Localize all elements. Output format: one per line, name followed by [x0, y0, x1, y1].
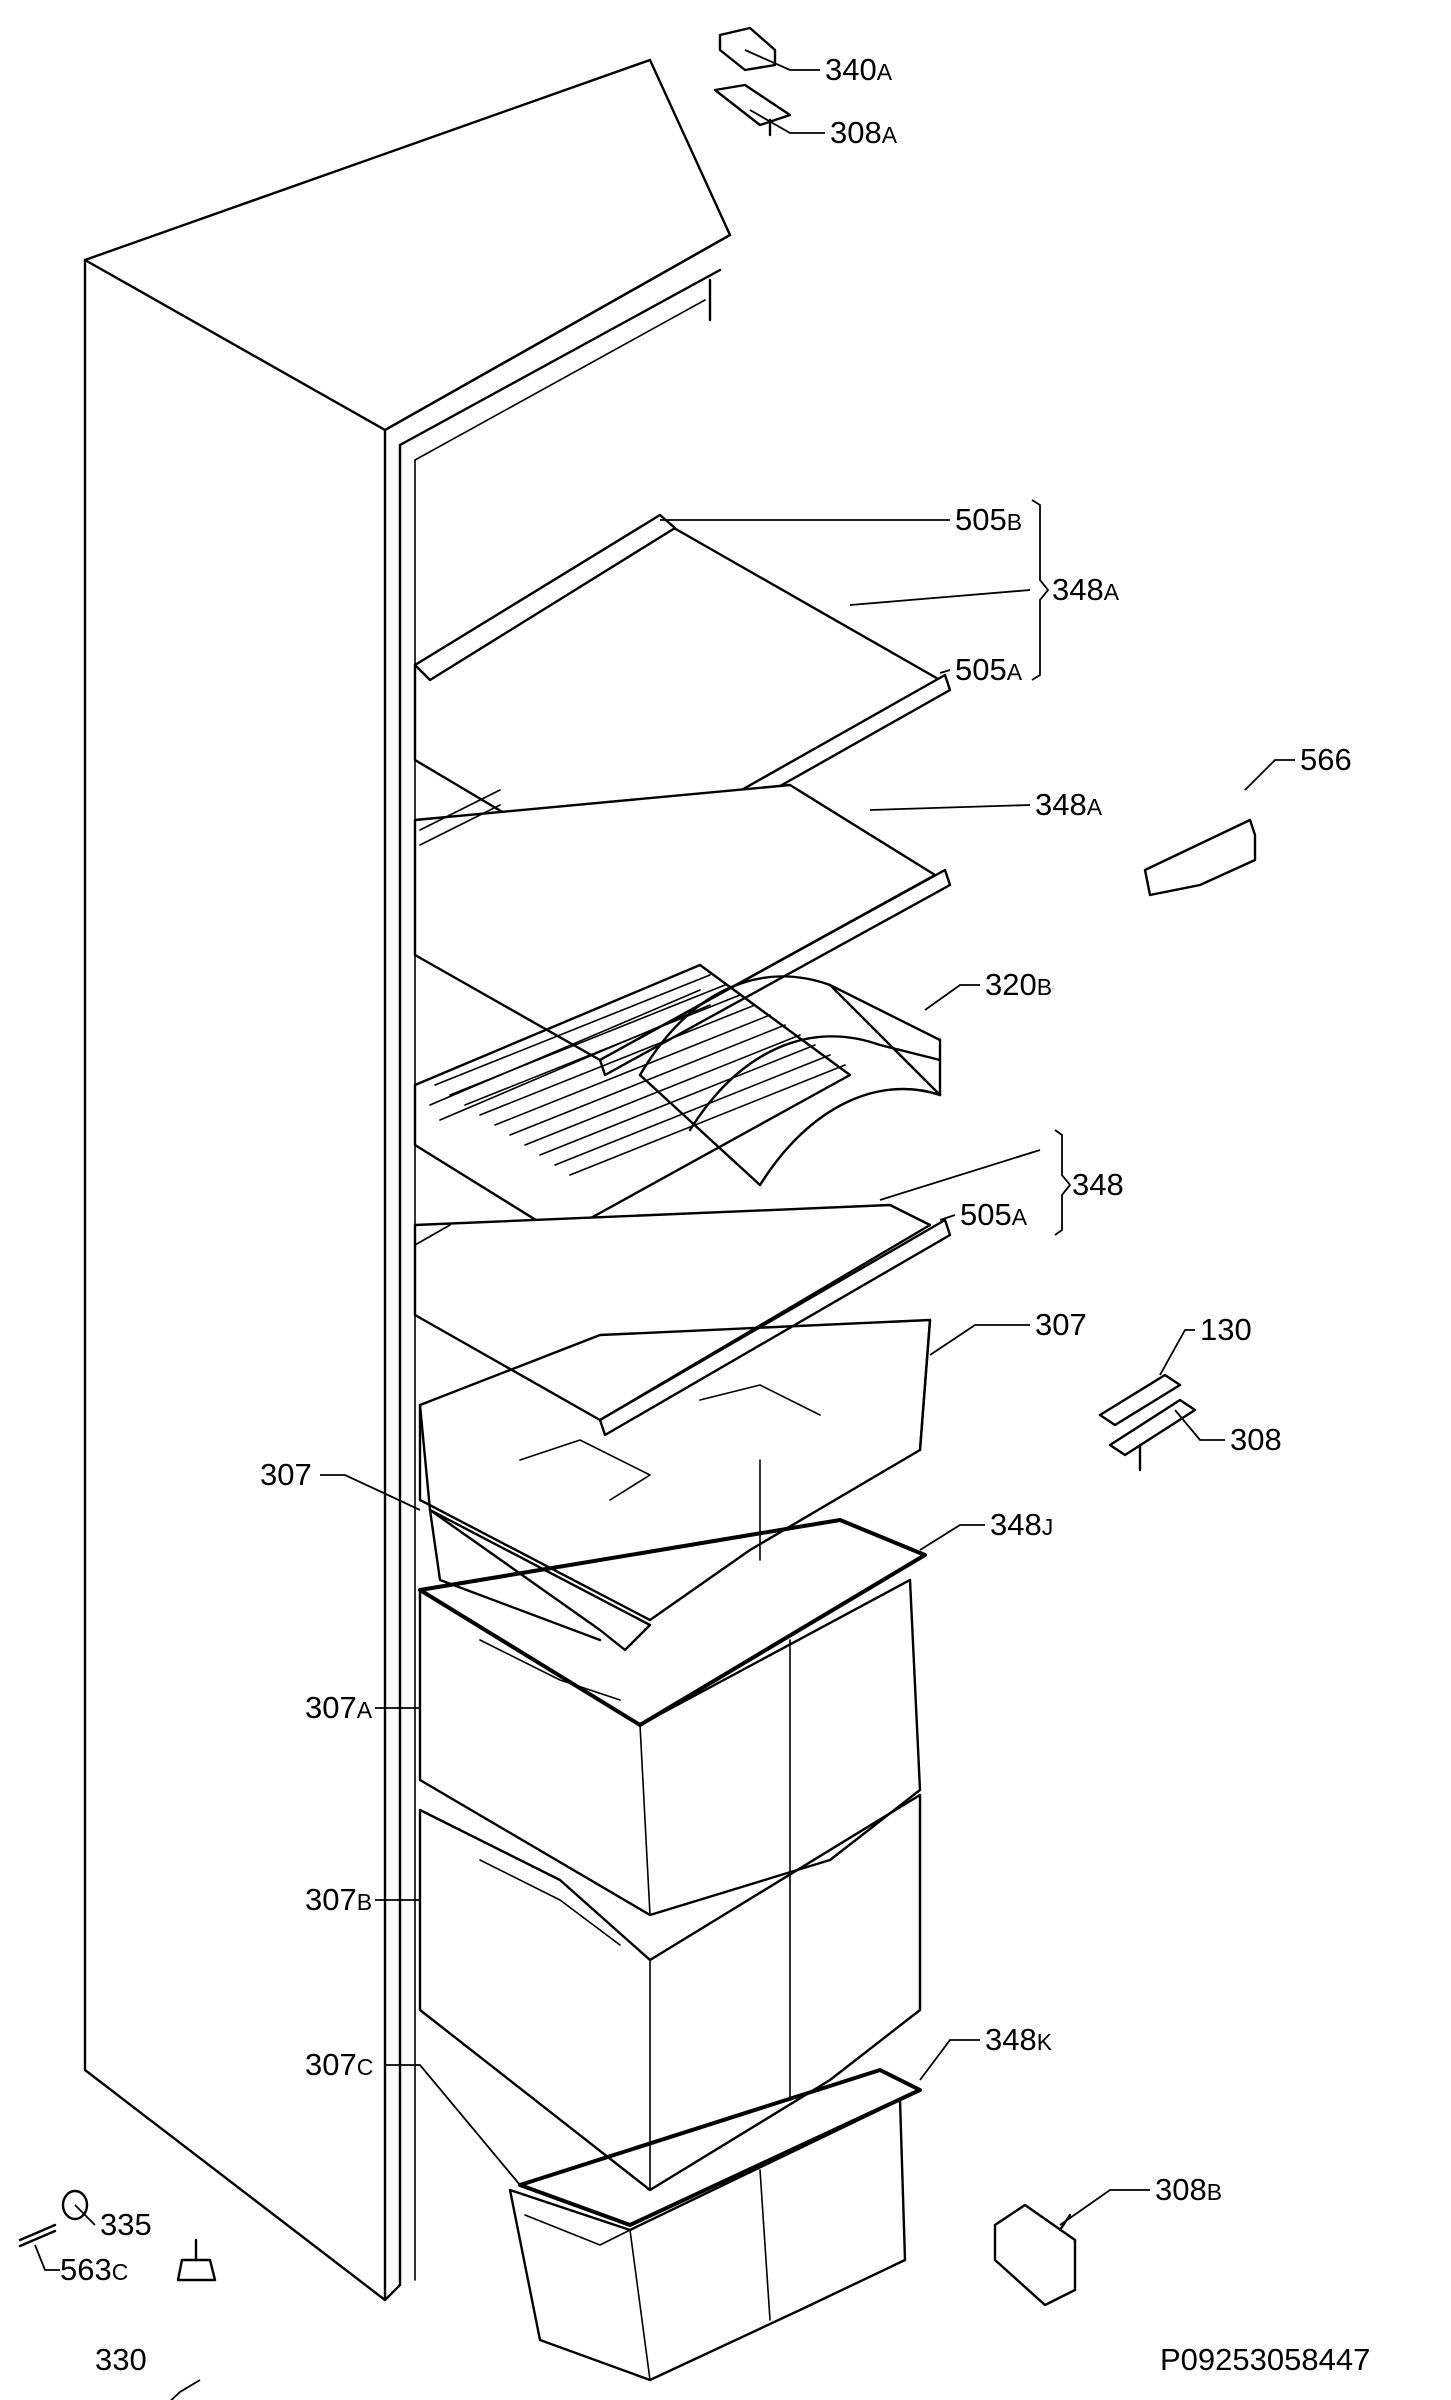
callout-340a: 340A — [825, 52, 893, 87]
drawer-307b — [418, 1793, 922, 2192]
callout-335: 335 — [100, 2207, 152, 2242]
drawer-307 — [418, 1318, 932, 1652]
callout-505a-top: 505A — [955, 652, 1023, 687]
bottle-rack-320b — [638, 975, 942, 1187]
glass-shelf-348j — [418, 1518, 927, 1727]
hinge-308b — [993, 2203, 1077, 2307]
glass-shelf-348 — [413, 1203, 952, 1437]
callout-307a: 307A — [305, 1690, 373, 1725]
glass-shelf-348k — [518, 2068, 922, 2227]
wire-shelf — [413, 963, 852, 1237]
refrigerator-cabinet — [83, 58, 732, 2302]
callout-563c: 563C — [60, 2252, 128, 2287]
callout-320b: 320B — [985, 967, 1052, 1002]
callout-505a-lower: 505A — [960, 1197, 1028, 1232]
callout-307b: 307B — [305, 1882, 372, 1917]
callout-348: 348 — [1072, 1167, 1124, 1202]
callout-307-left: 307 — [260, 1457, 312, 1492]
callout-566: 566 — [1300, 742, 1352, 777]
callout-348a-top: 348A — [1052, 572, 1120, 607]
callout-130: 130 — [1200, 1312, 1252, 1347]
group-brackets — [1031, 499, 1072, 1236]
callout-307-right: 307 — [1035, 1307, 1087, 1342]
callout-348j: 348J — [990, 1507, 1053, 1542]
foot-335 — [61, 2189, 89, 2221]
pin-563c — [18, 2223, 57, 2248]
glass-shelf-348a-middle — [413, 783, 952, 1077]
callout-308a: 308A — [830, 115, 898, 150]
callout-308b: 308B — [1155, 2172, 1222, 2207]
callout-leaders — [34, 49, 1295, 2400]
callout-307c: 307C — [305, 2047, 373, 2082]
callout-348a-middle: 348A — [1035, 787, 1103, 822]
door-hinge-130-308 — [1098, 1373, 1197, 1472]
drawer-307c — [508, 2098, 907, 2382]
callout-348k: 348K — [985, 2022, 1053, 2057]
bracket-566 — [1143, 818, 1257, 897]
diagram-reference-number: P09253058447 — [1160, 2342, 1370, 2377]
callout-labels: 340A 308A 505B 348A 505A 566 348A 320B 3… — [60, 52, 1352, 2377]
callout-308: 308 — [1230, 1422, 1282, 1457]
adjustable-foot-330 — [176, 2238, 217, 2282]
hinge-cover-340a — [718, 26, 777, 72]
callout-505b: 505B — [955, 502, 1022, 537]
callout-330: 330 — [95, 2342, 147, 2377]
drawer-307a — [418, 1578, 922, 1917]
